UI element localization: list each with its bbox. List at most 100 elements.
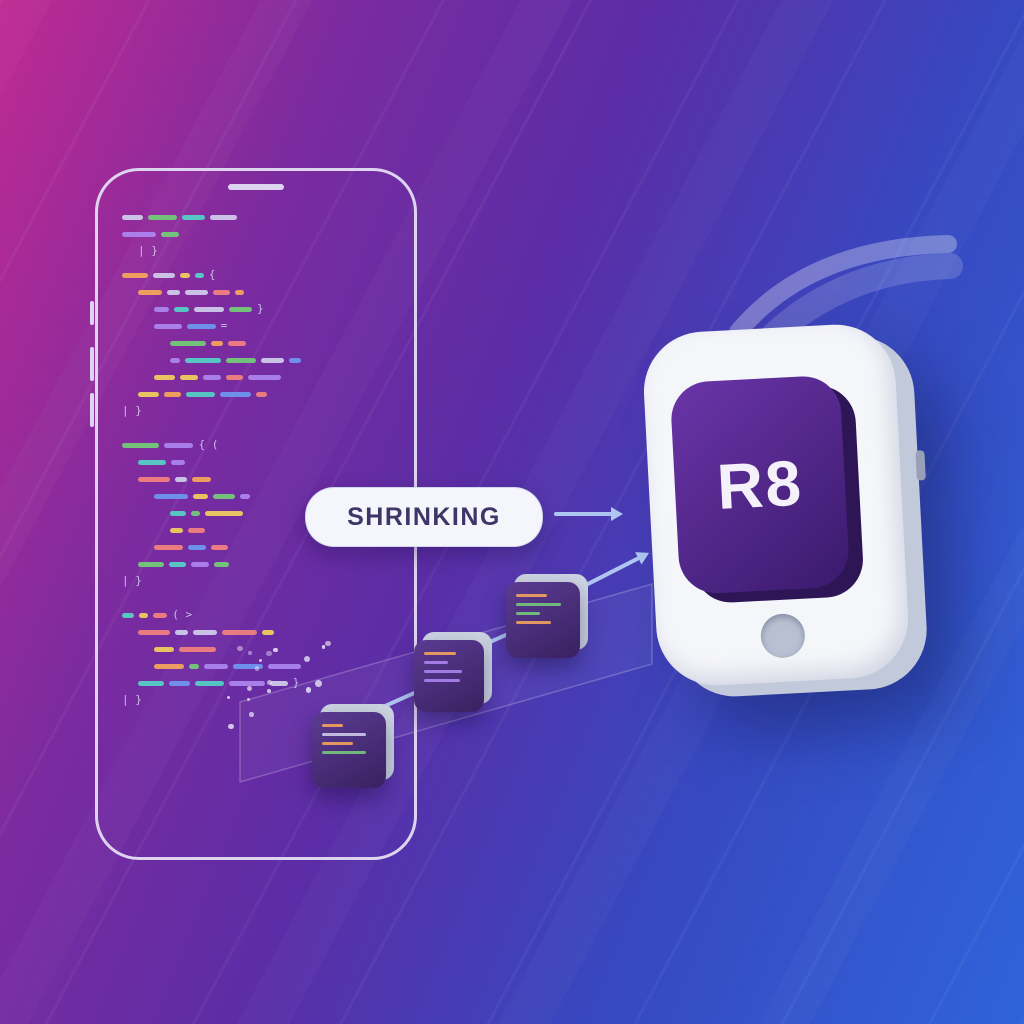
code-token-bar xyxy=(191,510,201,516)
code-token-bar xyxy=(138,629,171,635)
code-token-bar xyxy=(211,340,223,346)
code-line xyxy=(154,492,250,500)
code-token-bar xyxy=(289,357,301,363)
code-line: ( > xyxy=(122,609,192,620)
code-token-bar xyxy=(170,357,181,363)
code-token-bar xyxy=(212,289,231,295)
code-token-bar xyxy=(168,680,191,686)
mini-code-bar xyxy=(424,661,448,664)
code-token-bar xyxy=(205,510,243,516)
code-token-bar xyxy=(138,391,159,397)
code-listing: | }{}=| }{ (| }( >}| } xyxy=(122,213,398,841)
code-line: = xyxy=(154,319,228,332)
code-cube-medium xyxy=(414,632,492,712)
code-token-bar xyxy=(191,561,210,567)
code-token-bar xyxy=(170,459,185,465)
code-token-bar xyxy=(153,272,176,278)
code-line: | } xyxy=(138,244,158,257)
dissolve-dots xyxy=(218,639,338,734)
code-token-bar xyxy=(194,272,204,278)
code-token-bar xyxy=(192,629,217,635)
mini-code-bar xyxy=(516,594,548,597)
code-token-bar xyxy=(168,561,187,567)
code-line: { ( xyxy=(122,439,218,450)
dissolve-dot xyxy=(321,645,326,649)
code-token-bar xyxy=(210,544,229,550)
code-token-bar xyxy=(193,493,208,499)
brace-glyph: | } xyxy=(122,404,142,417)
dissolve-dot xyxy=(258,659,262,663)
arrow-right-icon xyxy=(554,512,612,516)
code-token-bar xyxy=(185,357,222,363)
code-line xyxy=(154,373,281,381)
device-side-button-icon xyxy=(915,450,926,481)
code-line xyxy=(170,509,243,517)
mini-code-bar xyxy=(516,621,552,624)
code-token-bar xyxy=(154,374,176,380)
code-line xyxy=(122,230,179,238)
mini-code-bar xyxy=(322,733,367,736)
code-line xyxy=(138,628,274,636)
code-token-bar xyxy=(227,340,247,346)
code-token-bar xyxy=(154,663,185,669)
code-token-bar xyxy=(214,561,229,567)
code-token-bar xyxy=(181,214,206,220)
code-token-bar xyxy=(189,663,200,669)
brace-glyph: } xyxy=(257,302,264,315)
code-token-bar xyxy=(240,493,250,499)
dissolve-dot xyxy=(266,689,271,694)
mini-code-bar xyxy=(516,603,562,606)
code-token-bar xyxy=(170,340,207,346)
code-token-bar xyxy=(122,231,157,237)
code-token-bar xyxy=(153,612,168,618)
code-token-bar xyxy=(225,374,243,380)
code-line: | } xyxy=(122,575,142,586)
code-token-bar xyxy=(188,527,205,533)
code-token-bar xyxy=(256,391,268,397)
dissolve-dot xyxy=(249,712,254,717)
brace-glyph: | } xyxy=(138,244,158,257)
code-token-bar xyxy=(138,612,148,618)
shrinking-label-pill: SHRINKING xyxy=(305,487,543,547)
code-token-bar xyxy=(228,306,253,312)
code-line xyxy=(138,390,268,398)
code-token-bar xyxy=(138,476,170,482)
cube-face xyxy=(506,582,580,658)
code-line: } xyxy=(154,302,264,315)
code-line xyxy=(170,526,205,534)
code-token-bar xyxy=(221,629,257,635)
code-token-bar xyxy=(174,306,189,312)
dissolve-dot xyxy=(273,647,278,653)
code-token-bar xyxy=(191,476,211,482)
code-token-bar xyxy=(154,323,182,329)
dissolve-dot xyxy=(246,698,251,702)
code-token-bar xyxy=(180,374,199,380)
code-cube-large xyxy=(506,574,588,658)
code-token-bar xyxy=(193,306,224,312)
r8-device: R8 xyxy=(640,321,930,700)
code-token-bar xyxy=(210,214,238,220)
arrow-up-right-icon xyxy=(583,556,641,588)
code-token-bar xyxy=(154,306,170,312)
code-token-bar xyxy=(175,629,188,635)
code-token-bar xyxy=(226,357,256,363)
mini-code-bar xyxy=(424,679,460,682)
code-token-bar xyxy=(180,272,190,278)
shrinking-label: SHRINKING xyxy=(347,502,501,531)
code-cube-small xyxy=(312,704,394,788)
mini-code-bar xyxy=(322,751,366,754)
code-line xyxy=(154,645,217,653)
code-line xyxy=(138,288,245,296)
mini-code-bar xyxy=(424,670,462,673)
code-line: | } xyxy=(122,404,142,417)
code-token-bar xyxy=(138,680,164,686)
brace-glyph: = xyxy=(220,319,228,332)
dissolve-dot xyxy=(247,685,253,691)
code-token-bar xyxy=(174,476,187,482)
phone-side-button-icon xyxy=(90,347,94,381)
code-line xyxy=(122,213,238,221)
code-token-bar xyxy=(154,544,183,550)
code-token-bar xyxy=(212,493,236,499)
dissolve-dot xyxy=(227,695,231,700)
